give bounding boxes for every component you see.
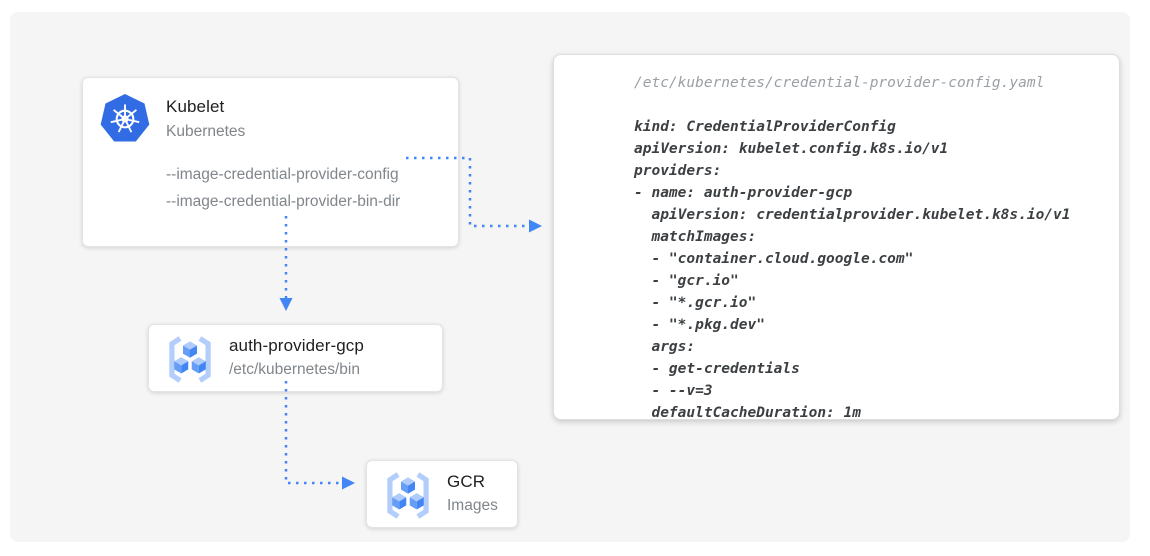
gcr-card-title: GCR — [447, 472, 486, 491]
auth-provider-card-title: auth-provider-gcp — [229, 336, 364, 355]
kubelet-card-title: Kubelet — [166, 97, 225, 116]
gcr-card: GCR Images — [366, 460, 518, 528]
auth-provider-card: auth-provider-gcp /etc/kubernetes/bin — [148, 324, 443, 392]
registry-icon — [161, 335, 219, 384]
config-yaml-code: kind: CredentialProviderConfig apiVersio… — [634, 119, 1071, 421]
kubelet-cli-flags: --image-credential-provider-config --ima… — [166, 166, 401, 210]
kubelet-card-subtitle: Kubernetes — [166, 123, 246, 140]
kubelet-card: Kubelet Kubernetes --image-credential-pr… — [82, 77, 459, 247]
registry-icon — [379, 471, 437, 520]
diagram-canvas: Kubelet Kubernetes --image-credential-pr… — [10, 12, 1130, 542]
gcr-card-subtitle: Images — [447, 497, 498, 514]
auth-provider-card-subtitle: /etc/kubernetes/bin — [229, 361, 360, 378]
config-file-path: /etc/kubernetes/credential-provider-conf… — [634, 75, 1045, 91]
credential-config-panel: /etc/kubernetes/credential-provider-conf… — [553, 54, 1120, 421]
kubernetes-icon — [99, 93, 151, 145]
